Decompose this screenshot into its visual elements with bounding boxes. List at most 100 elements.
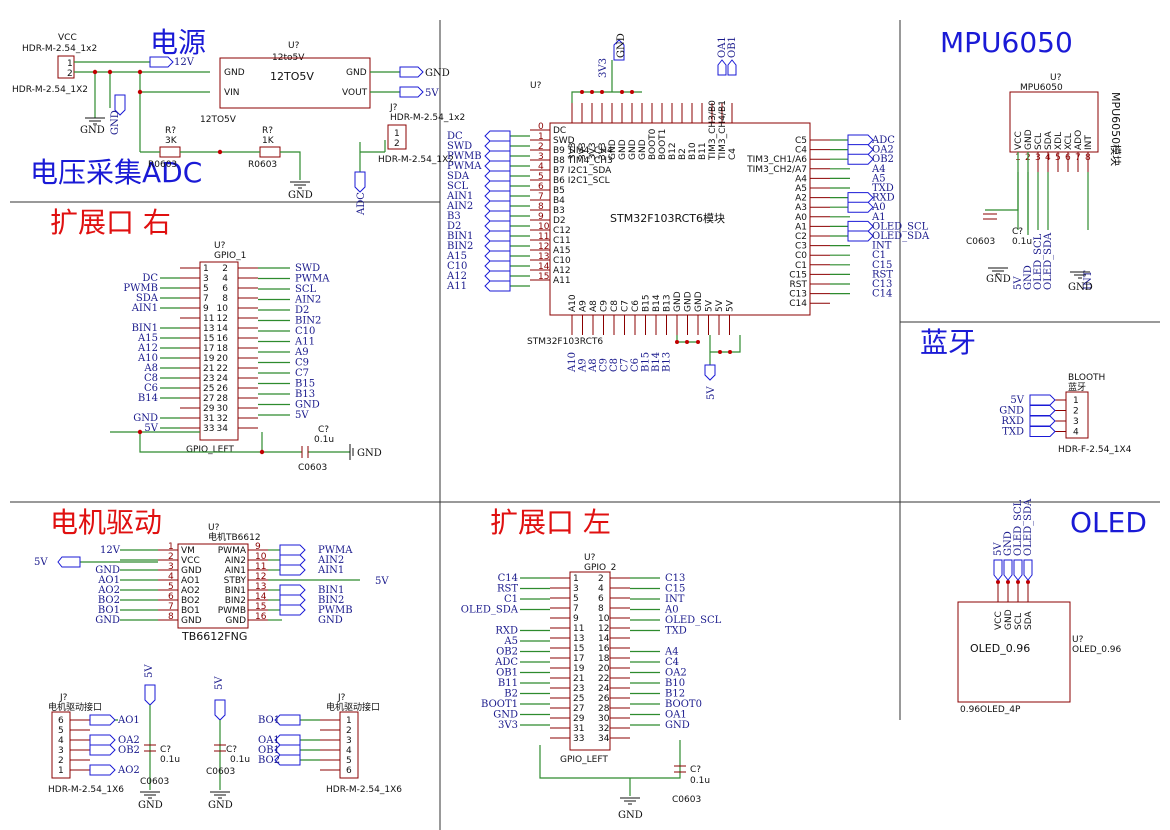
svg-text:5: 5 xyxy=(573,594,579,604)
mcu-pin: A10 xyxy=(568,294,578,312)
svg-text:C8: C8 xyxy=(609,358,620,372)
motor-net-left: GND xyxy=(95,615,120,626)
mcu-net-left: SWD xyxy=(447,141,472,152)
gpio1-net-left: 5V xyxy=(144,423,158,434)
mcu-pin: C6 xyxy=(631,300,641,312)
motor-pin: VM xyxy=(181,546,195,556)
vcc-connector[interactable] xyxy=(57,55,75,79)
mcu-pin: C12 xyxy=(553,226,571,236)
svg-text:14: 14 xyxy=(217,324,229,334)
svg-text:GPIO_2: GPIO_2 xyxy=(584,563,616,573)
svg-text:A9: A9 xyxy=(578,358,589,373)
gpio2-header[interactable] xyxy=(569,571,611,751)
svg-text:19: 19 xyxy=(573,664,585,674)
mpu6050-module[interactable] xyxy=(1009,91,1099,153)
mcu-pin: A2 xyxy=(795,194,807,204)
svg-text:1: 1 xyxy=(1073,396,1079,406)
svg-text:U?: U? xyxy=(1072,635,1084,645)
svg-text:8: 8 xyxy=(538,202,544,212)
svg-text:OA1: OA1 xyxy=(717,36,728,58)
gpio2-net-left: RXD xyxy=(495,626,518,637)
motor-pin: AO1 xyxy=(181,576,200,586)
svg-text:4: 4 xyxy=(168,572,174,582)
svg-text:MPU6050模块: MPU6050模块 xyxy=(1109,92,1122,166)
svg-text:C7: C7 xyxy=(620,358,631,372)
gpio1-net-right: BIN2 xyxy=(295,316,321,327)
oled-pin: SDA xyxy=(1024,611,1034,630)
stm32-mcu[interactable] xyxy=(549,122,811,316)
power-section: VCC HDR-M-2.54_1x2 1 2 HDR-M-2.54_1X2 12… xyxy=(12,33,465,216)
svg-text:B15: B15 xyxy=(641,352,652,372)
svg-text:U?: U? xyxy=(214,241,226,251)
svg-text:31: 31 xyxy=(573,724,584,734)
mcu-pin: RST xyxy=(790,280,808,290)
mcu-pin: C7 xyxy=(621,300,631,312)
mcu-pin: B2 xyxy=(678,148,688,160)
gpio1-net-right: B13 xyxy=(295,389,315,400)
mcu-pin: 5V xyxy=(705,299,715,312)
gpio1-net-right: A11 xyxy=(294,337,315,348)
resistor-r2[interactable] xyxy=(259,146,281,158)
svg-text:电机驱动接口: 电机驱动接口 xyxy=(326,701,380,713)
svg-text:5V: 5V xyxy=(425,88,439,99)
gpio1-header[interactable] xyxy=(199,261,239,441)
svg-text:10: 10 xyxy=(255,552,267,562)
mcu-bottom-pins: A10A10A9A9A8A8C9C9C8C8C7C7C6C6B15B15B14B… xyxy=(567,291,741,373)
gpio1-net-right: A9 xyxy=(294,347,309,358)
mcu-pin: TIM3_CH4/B1 xyxy=(718,100,728,161)
motor-pin: GND xyxy=(181,616,202,626)
mpu-pin: SCL xyxy=(1034,133,1044,150)
svg-text:2: 2 xyxy=(538,142,544,152)
svg-text:17: 17 xyxy=(203,344,214,354)
svg-text:5V: 5V xyxy=(706,386,717,400)
gpio2-net-left: BOOT1 xyxy=(481,699,518,710)
mpu-pin: ADO xyxy=(1074,130,1084,150)
svg-text:0.1u: 0.1u xyxy=(1012,237,1032,247)
svg-text:R0603: R0603 xyxy=(248,160,277,170)
svg-text:4: 4 xyxy=(58,736,64,746)
motor-net-left: 12V xyxy=(100,545,121,556)
svg-text:3: 3 xyxy=(538,152,544,162)
svg-text:19: 19 xyxy=(203,354,215,364)
mcu-pin: C11 xyxy=(553,236,571,246)
svg-text:21: 21 xyxy=(203,364,214,374)
gpio2-net-left: B2 xyxy=(504,689,518,700)
gpio1-net-left: DC xyxy=(142,273,158,284)
adc-connector[interactable] xyxy=(387,124,407,150)
regulator-12to5v[interactable] xyxy=(219,57,371,109)
motor-net-left: BO2 xyxy=(98,595,120,606)
svg-text:6: 6 xyxy=(346,766,352,776)
gpio2-net-right: A0 xyxy=(664,605,679,616)
tb6612-driver[interactable] xyxy=(177,543,249,629)
gpio1-net-left: C8 xyxy=(144,373,158,384)
svg-text:3: 3 xyxy=(346,736,352,746)
svg-text:1K: 1K xyxy=(262,136,275,146)
mcu-net-right: INT xyxy=(872,241,892,252)
net-12v: 12V xyxy=(174,57,195,68)
motor-connector-1[interactable] xyxy=(51,711,71,779)
svg-text:7: 7 xyxy=(573,604,579,614)
mcu-pin: C0 xyxy=(795,251,807,261)
svg-text:3: 3 xyxy=(1035,153,1041,163)
svg-text:HDR-M-2.54_1X6: HDR-M-2.54_1X6 xyxy=(326,785,402,795)
mpu-net: OLED_SCL xyxy=(1033,233,1044,290)
svg-text:OLED_0.96: OLED_0.96 xyxy=(1072,645,1122,655)
svg-text:J?: J? xyxy=(337,693,346,703)
svg-text:2: 2 xyxy=(58,756,64,766)
svg-text:13: 13 xyxy=(573,634,584,644)
gpio2-net-left: 3V3 xyxy=(498,720,518,731)
svg-text:电机TB6612: 电机TB6612 xyxy=(208,531,261,543)
gpio2-net-left: C1 xyxy=(504,594,518,605)
gpio1-net-left: SDA xyxy=(136,293,159,304)
mcu-net-right: A1 xyxy=(871,212,886,223)
bluetooth-module[interactable] xyxy=(1065,391,1089,439)
svg-text:11: 11 xyxy=(538,232,549,242)
motor-pin: STBY xyxy=(224,576,247,586)
oled-display[interactable] xyxy=(957,601,1071,703)
motor-connector-2[interactable] xyxy=(339,711,359,779)
svg-text:29: 29 xyxy=(573,714,585,724)
svg-text:8: 8 xyxy=(168,612,174,622)
motor-pin: AIN2 xyxy=(225,556,246,566)
mcu-pin: A8 xyxy=(589,300,599,312)
mcu-pin: GND xyxy=(628,139,638,160)
